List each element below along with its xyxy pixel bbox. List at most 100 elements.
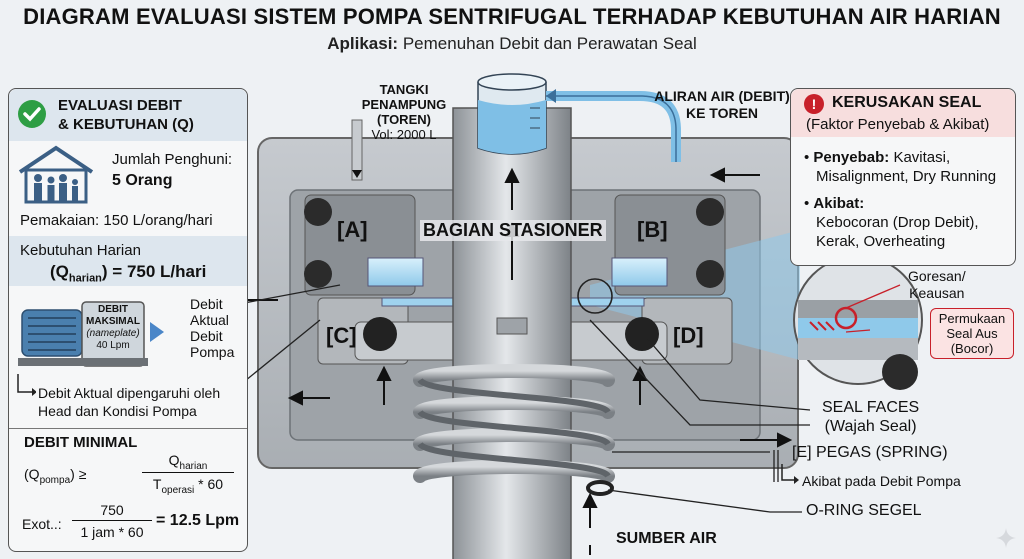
house-icon (18, 145, 94, 204)
spring-label: [E] PEGAS (SPRING) (792, 444, 948, 461)
formula-bar (142, 472, 234, 473)
seal-faces-line1: SEAL FACES (822, 399, 920, 416)
callout-lines (195, 231, 811, 513)
actual-line4: Pompa (190, 344, 235, 360)
flow-label: ALIRAN AIR (DEBIT) KE TOREN (654, 88, 790, 122)
formula-den-sub: operasi (161, 484, 195, 496)
formula-q: (Q (24, 466, 40, 482)
oring-top-right-1 (696, 198, 724, 226)
example-numerator: 750 (100, 502, 124, 518)
formula-den-end: * 60 (194, 476, 224, 492)
scratch-line1: Goresan/ (908, 268, 966, 284)
worn-seal-callout: Permukaan Seal Aus (Bocor) (930, 308, 1014, 359)
tank-label: TANGKI PENAMPUNG (TOREN) Vol: 2000 L (340, 82, 468, 142)
actual-note: Debit Aktual dipengaruhi oleh Head dan K… (38, 384, 220, 420)
formula-sub: pompa (39, 474, 71, 486)
spring-back (417, 377, 611, 479)
check-icon (18, 100, 46, 128)
effect-text: • Akibat: Kebocoran (Drop Debit), Kerak,… (804, 195, 979, 250)
effect-line1: Kebocoran (Drop Debit), (816, 214, 979, 231)
oring-lower-left (363, 317, 397, 351)
subtitle-text: Pemenuhan Debit dan Perawatan Seal (402, 34, 697, 53)
actual-line1: Debit (190, 296, 223, 312)
example-result: = 12.5 Lpm (156, 512, 240, 529)
effect-line2: Kerak, Overheating (816, 233, 946, 250)
residents-label: Jumlah Penghuni: (112, 151, 233, 168)
source-label: SUMBER AIR (616, 530, 717, 547)
seal-zoom-detail (793, 255, 923, 390)
flow-label-line2: KE TOREN (685, 105, 759, 121)
seal-face-right (611, 257, 668, 287)
cause-label: Penyebab: (813, 149, 890, 166)
min-debit-header: DEBIT MINIMAL (24, 434, 138, 451)
pump-motor-icon (18, 301, 164, 367)
seal-face-left (367, 257, 424, 287)
label-part-b: [B] (637, 217, 668, 242)
actual-note-line1: Debit Aktual dipengaruhi oleh (38, 385, 221, 401)
left-title-line2: & KEBUTUHAN (Q) (58, 116, 194, 133)
need-label: Kebutuhan Harian (20, 242, 141, 259)
sparkle-icon (996, 528, 1016, 548)
bottom-oring (586, 480, 614, 496)
actual-debit-label: Debit Aktual Debit Pompa (190, 296, 234, 360)
tank-volume: Vol: 2000 L (371, 127, 437, 142)
need-sub: harian (68, 272, 102, 285)
seal-faces-line2: (Wajah Seal) (824, 418, 917, 435)
page-title: DIAGRAM EVALUASI SISTEM POMPA SENTRIFUGA… (23, 4, 1001, 29)
residents-value: 5 Orang (112, 172, 173, 189)
actual-line2: Aktual (190, 312, 229, 328)
oring-top-left-1 (304, 198, 332, 226)
label-stationary: BAGIAN STASIONER (420, 220, 606, 241)
tank-label-line2: (TOREN) (377, 112, 431, 127)
seal-faces-label: SEAL FACES (Wajah Seal) (822, 398, 919, 436)
pump-label2: MAKSIMAL (86, 316, 140, 327)
flow-arrow-icon (546, 89, 556, 103)
left-panel-header (9, 89, 247, 141)
worn-line3: (Bocor) (950, 341, 994, 356)
formula-den: T (152, 476, 162, 492)
oring-top-right-2 (696, 260, 724, 288)
example-label: Exot..: (22, 516, 62, 532)
label-part-a: [A] (337, 217, 368, 242)
cause-text: • Penyebab: Kavitasi, Misalignment, Dry … (804, 149, 997, 185)
actual-line3: Debit (190, 328, 223, 344)
left-title-line1: EVALUASI DEBIT (58, 97, 182, 114)
oring-label: O-RING SEGEL (806, 502, 922, 519)
subtitle-prefix: Aplikasi: (327, 34, 399, 53)
pump-nameplate: DEBIT MAKSIMAL (nameplate) 40 Lpm (82, 304, 144, 352)
left-panel-title: EVALUASI DEBIT & KEBUTUHAN (Q) (58, 96, 194, 134)
formula-lhs: (Qpompa) ≥ (24, 466, 86, 486)
need-value: (Qharian) = 750 L/hari (50, 262, 206, 284)
label-part-c: [C] (326, 323, 357, 348)
formula-num: Q (168, 452, 180, 468)
example-bar (72, 520, 152, 521)
spring-note-arrow-icon (781, 464, 799, 484)
flow-label-line1: ALIRAN AIR (DEBIT) (654, 88, 790, 104)
right-panel-title: KERUSAKAN SEAL (832, 94, 982, 111)
scratch-label: Goresan/ Keausan (908, 268, 966, 302)
need-amount: ) = 750 L/hari (101, 262, 207, 281)
pump-label1: DEBIT (98, 304, 128, 315)
right-panel-header (791, 89, 1015, 137)
example-denominator: 1 jam * 60 (80, 524, 144, 540)
tank-icon (477, 73, 547, 155)
formula-ge: ) ≥ (70, 466, 87, 482)
seal-face-zoom-circle (577, 278, 613, 314)
pump-label4: 40 Lpm (96, 340, 130, 351)
usage-text: Pemakaian: 150 L/orang/hari (20, 212, 213, 229)
cause-line2: Misalignment, Dry Running (816, 168, 997, 185)
left-divider (9, 428, 247, 429)
effect-label: Akibat: (813, 195, 865, 212)
worn-line2: Seal Aus (946, 326, 998, 341)
pump-label3: (nameplate) (86, 328, 140, 339)
worn-line1: Permukaan (938, 311, 1006, 326)
scratch-line2: Keausan (909, 285, 965, 301)
need-q: (Q (50, 262, 69, 281)
formula-num-sub: harian (179, 460, 208, 472)
oring-top-left-2 (304, 260, 332, 288)
spring-note: Akibat pada Debit Pompa (802, 473, 961, 489)
shaft-key (496, 317, 528, 335)
tank-label-line1: TANGKI PENAMPUNG (361, 82, 447, 112)
need-band (9, 236, 247, 286)
formula-denominator: Toperasi * 60 (142, 476, 234, 496)
